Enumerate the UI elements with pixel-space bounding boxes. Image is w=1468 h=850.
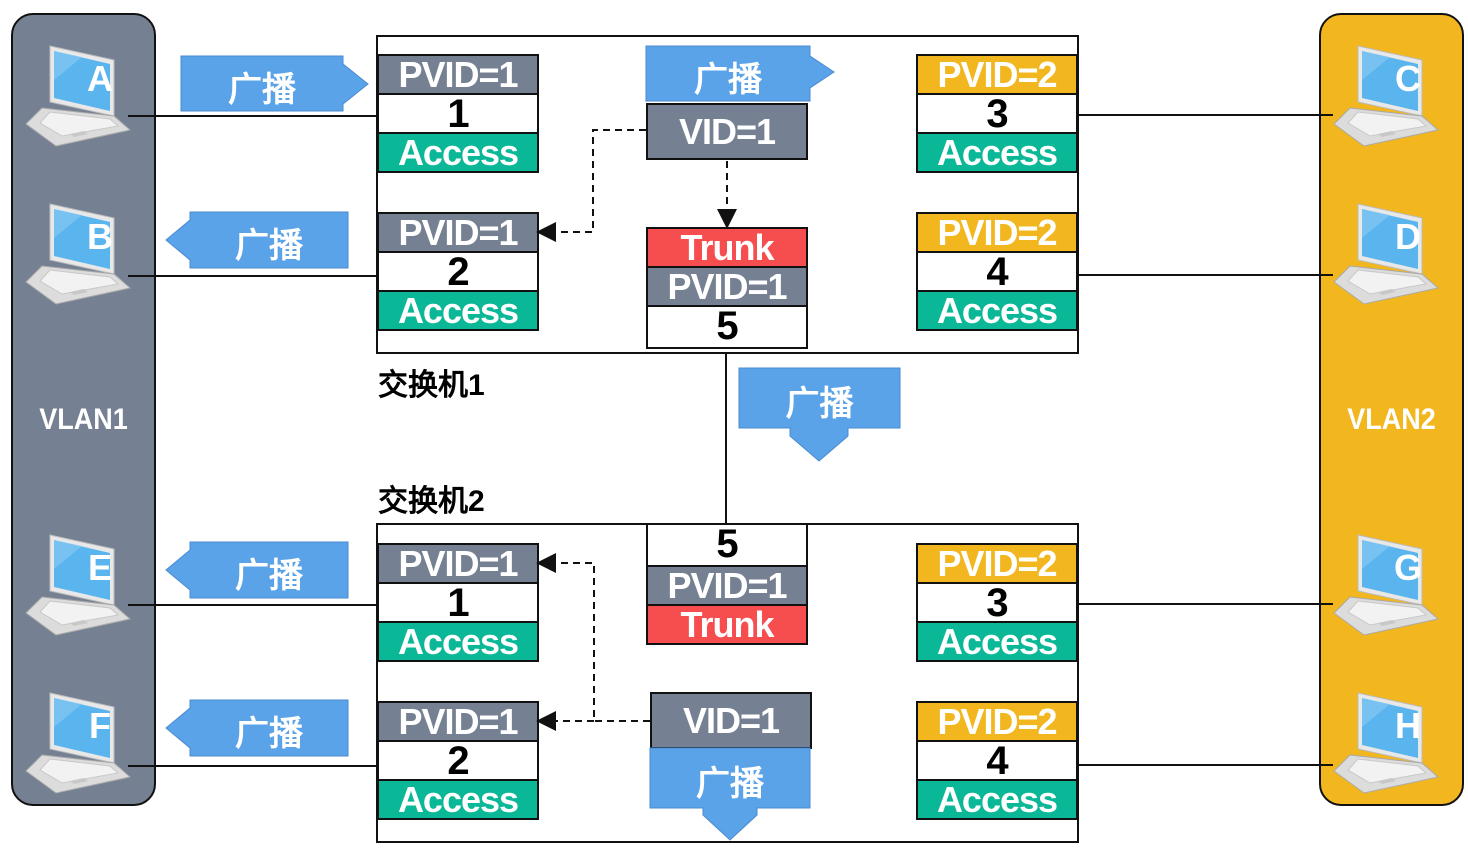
broadcast-arrow-trunk (738, 367, 901, 462)
port-mode: Trunk (646, 227, 808, 268)
sw2-port4: PVID=2 4 Access (916, 701, 1078, 820)
port-mode: Access (377, 621, 539, 662)
sw1-port4: PVID=2 4 Access (916, 212, 1078, 331)
sw1-port3: PVID=2 3 Access (916, 54, 1078, 173)
host-h-label: H (1395, 705, 1421, 746)
broadcast-arrow-sw1 (645, 45, 835, 102)
trunk-link (725, 352, 727, 524)
port-number: 5 (646, 305, 808, 349)
port-mode: Access (916, 132, 1078, 173)
port-number: 1 (377, 93, 539, 134)
sw1-port2: PVID=1 2 Access (377, 212, 539, 331)
host-a-label: A (87, 58, 113, 99)
port-number: 3 (916, 93, 1078, 134)
link-a-port1 (128, 115, 378, 117)
pvid-label: PVID=2 (916, 701, 1078, 742)
host-f-label: F (89, 705, 111, 746)
port-mode: Access (377, 779, 539, 820)
pvid-label: PVID=1 (377, 701, 539, 742)
broadcast-label-f: 广播 (235, 715, 303, 753)
port-mode: Access (916, 621, 1078, 662)
port-number: 1 (377, 582, 539, 623)
sw2-frame-tag: VID=1 (650, 692, 812, 749)
pvid-label: PVID=1 (646, 266, 808, 307)
sw2-port3: PVID=2 3 Access (916, 543, 1078, 662)
broadcast-arrow-sw2 (649, 747, 811, 841)
port-mode: Access (916, 779, 1078, 820)
vlan2-group: VLAN2 (1319, 13, 1464, 806)
broadcast-label-sw1: 广播 (694, 61, 762, 99)
vid-label: VID=1 (646, 103, 808, 160)
broadcast-label-trunk: 广播 (785, 385, 854, 423)
sw1-port5: Trunk PVID=1 5 (646, 227, 808, 349)
pvid-label: PVID=1 (377, 212, 539, 253)
link-h-port4 (1077, 764, 1333, 766)
port-number: 4 (916, 251, 1078, 292)
port-mode: Trunk (646, 604, 808, 645)
switch2-label: 交换机2 (378, 485, 485, 518)
link-f-port2 (128, 765, 378, 767)
vlan2-label: VLAN2 (1347, 403, 1436, 436)
link-g-port3 (1077, 603, 1333, 605)
vid-label: VID=1 (650, 692, 812, 749)
broadcast-arrow-a (180, 55, 369, 112)
link-e-port1 (128, 604, 378, 606)
port-mode: Access (916, 290, 1078, 331)
sw2-port1: PVID=1 1 Access (377, 543, 539, 662)
link-d-port4 (1077, 274, 1333, 276)
port-mode: Access (377, 132, 539, 173)
broadcast-arrow-e (165, 541, 349, 599)
sw2-forward-port1-path (536, 553, 650, 722)
vlan1-label: VLAN1 (39, 403, 128, 436)
port-number: 2 (377, 740, 539, 781)
host-e-label: E (87, 547, 112, 588)
host-g-label: G (1393, 547, 1422, 588)
broadcast-label-a: 广播 (228, 71, 296, 109)
port-number: 4 (916, 740, 1078, 781)
sw1-port1: PVID=1 1 Access (377, 54, 539, 173)
pvid-label: PVID=2 (916, 54, 1078, 95)
pvid-label: PVID=2 (916, 543, 1078, 584)
link-b-port2 (128, 275, 378, 277)
switch1-label: 交换机1 (378, 369, 485, 402)
sw1-frame-tag: VID=1 (646, 103, 808, 160)
broadcast-arrow-f (165, 699, 349, 757)
broadcast-label-e: 广播 (235, 557, 303, 595)
link-c-port3 (1077, 114, 1333, 116)
sw2-port5: 5 PVID=1 Trunk (646, 523, 808, 645)
pvid-label: PVID=1 (377, 54, 539, 95)
broadcast-label-b: 广播 (235, 227, 303, 265)
pvid-label: PVID=1 (377, 543, 539, 584)
sw2-port2: PVID=1 2 Access (377, 701, 539, 820)
host-c-label: C (1395, 58, 1421, 99)
broadcast-label-sw2: 广播 (696, 765, 764, 803)
port-number: 3 (916, 582, 1078, 623)
broadcast-arrow-b (165, 211, 349, 269)
host-d-label: D (1395, 216, 1421, 257)
vlan1-group: VLAN1 (11, 13, 156, 806)
host-b-label: B (87, 216, 113, 257)
sw1-forward-port2-path (536, 129, 646, 242)
port-mode: Access (377, 290, 539, 331)
